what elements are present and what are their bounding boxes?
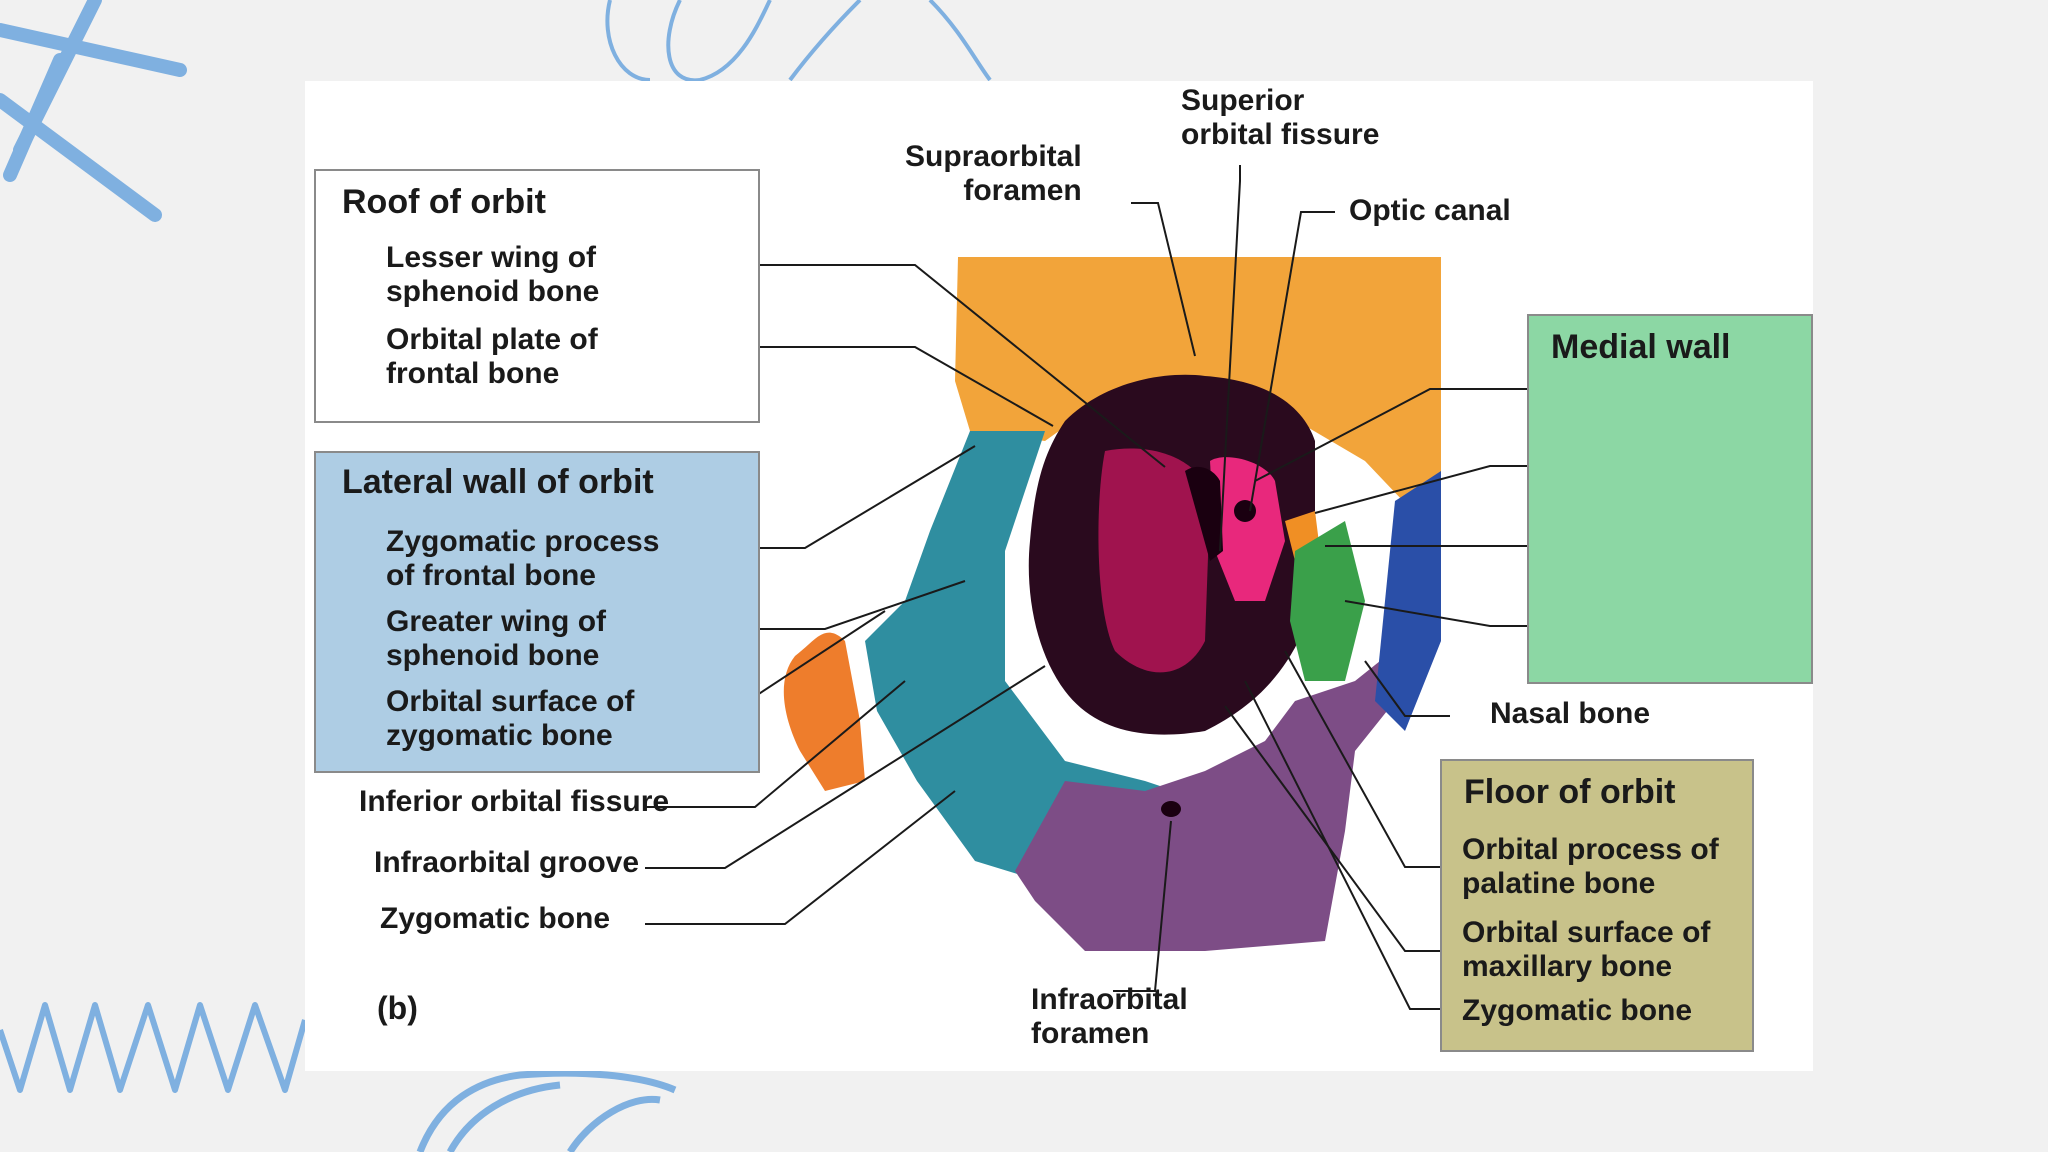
- label-supraorbital-foramen: Supraorbital foramen: [905, 140, 1082, 207]
- orbit-illustration: [643, 165, 1527, 1010]
- label-infraorbital-groove: Infraorbital groove: [374, 846, 640, 879]
- roof-of-orbit-box: Roof of orbit Lesser wing of sphenoid bo…: [314, 169, 760, 423]
- panel-label: (b): [377, 990, 418, 1026]
- label-inferior-orbital-fissure: Inferior orbital fissure: [359, 785, 670, 818]
- label-superior-orbital-fissure: Superior orbital fissure: [1181, 84, 1380, 151]
- label-optic-canal: Optic canal: [1349, 194, 1511, 227]
- anatomy-figure-card: Roof of orbit Lesser wing of sphenoid bo…: [305, 81, 1813, 1071]
- label-lesser-wing-sphenoid: Lesser wing of sphenoid bone: [386, 241, 600, 308]
- frontal-bone-shape: [955, 257, 1441, 541]
- medial-wall-box: Medial wall: [1527, 314, 1813, 684]
- nasal-bone-shape: [1375, 471, 1441, 731]
- medial-box-title: Medial wall: [1551, 328, 1731, 366]
- lesser-wing-sphenoid-shape: [1210, 457, 1285, 601]
- lateral-box-title: Lateral wall of orbit: [342, 463, 654, 501]
- label-orbital-surface-maxillary: Orbital surface of maxillary bone: [1462, 916, 1711, 983]
- label-floor-zygomatic-bone: Zygomatic bone: [1462, 994, 1693, 1027]
- label-zygomatic-bone: Zygomatic bone: [380, 902, 611, 935]
- zygomatic-bone-shape: [865, 431, 1205, 881]
- label-orbital-plate-frontal: Orbital plate of frontal bone: [386, 323, 598, 390]
- zigzag-doodle: [0, 1002, 308, 1093]
- loop-doodle-bottom: [416, 1069, 677, 1152]
- floor-box-title: Floor of orbit: [1464, 773, 1676, 811]
- ethmoid-bone-shape: [1290, 521, 1365, 681]
- label-nasal-bone: Nasal bone: [1490, 697, 1651, 730]
- label-zygomatic-process-frontal: Zygomatic process of frontal bone: [386, 525, 660, 592]
- greater-wing-sphenoid-shape: [1098, 448, 1210, 673]
- roof-box-title: Roof of orbit: [342, 183, 546, 221]
- asterisk-doodle: [0, 0, 187, 222]
- loop-doodle-top: [605, 0, 992, 83]
- label-greater-wing-sphenoid: Greater wing of sphenoid bone: [386, 605, 607, 672]
- maxillary-bone-shape: [1015, 621, 1435, 951]
- label-orbital-process-palatine: Orbital process of palatine bone: [1462, 833, 1719, 900]
- optic-canal-opening: [1234, 500, 1256, 522]
- label-orbital-surface-zygomatic: Orbital surface of zygomatic bone: [386, 685, 635, 752]
- floor-of-orbit-box: Floor of orbit Orbital process of palati…: [1440, 759, 1754, 1052]
- superior-orbital-fissure-shape: [1185, 466, 1223, 561]
- infraorbital-foramen-opening: [1161, 801, 1181, 817]
- lateral-wall-box: Lateral wall of orbit Zygomatic process …: [314, 451, 760, 773]
- zygomatic-process-shape: [783, 632, 865, 791]
- label-infraorbital-foramen: Infraorbital foramen: [1031, 983, 1188, 1050]
- leader-lines: [643, 165, 1527, 1010]
